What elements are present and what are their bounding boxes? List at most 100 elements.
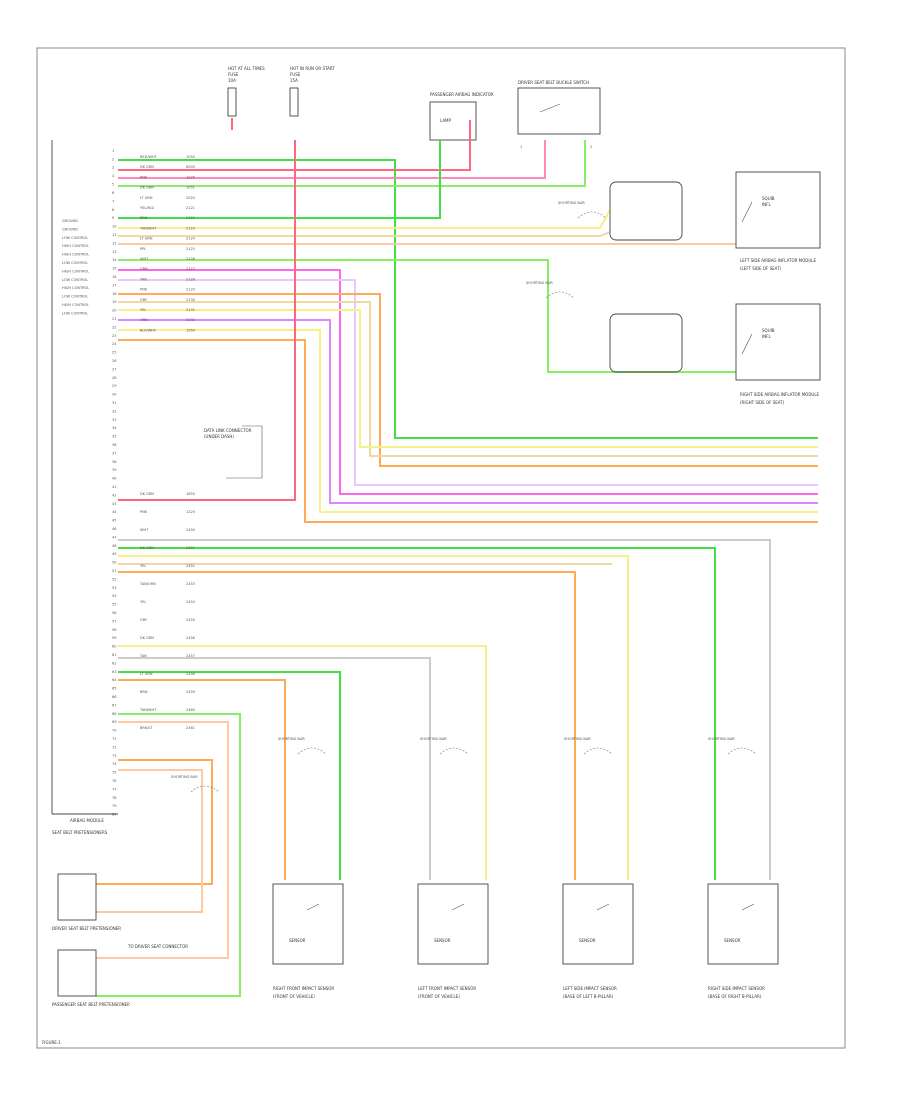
wire [118,301,818,457]
wire [118,140,546,179]
wire [118,293,818,467]
module-pin: 30 [112,393,116,397]
module-function: LOW CONTROL [62,311,88,315]
module-pin: 11 [112,233,116,237]
wire-circuit-label: 2131 [186,308,195,312]
module-pin: 18 [112,292,116,296]
wire-color-label: BLK/WHT [140,328,157,332]
module-pin: 7 [112,199,114,203]
sensor-inner-label: SENSOR [434,938,451,943]
wire [118,120,471,171]
wire-color-label: WHT [140,528,149,532]
fuse-right: HOT IN RUN OR START FUSE 15A [289,66,335,117]
wire-circuit-label: 2126 [186,257,195,261]
module-pin: 12 [112,241,116,245]
left-side-title: LEFT SIDE AIRBAG INFLATOR MODULE [740,258,816,263]
data-link-sub: (UNDER DASH) [204,434,234,439]
driver-seat-belt-switch: DRIVER SEAT BELT BUCKLE SWITCH 1 2 [517,80,601,149]
module-pin: 22 [112,325,116,329]
wire-circuit-label: 2020 [186,196,195,200]
shorting-bar-arc [297,747,327,755]
wire-color-label: DK GRN [140,546,154,550]
module-pin: 38 [112,460,116,464]
wire-color-label: BRN/LT [140,726,153,730]
wire-circuit-label: 2128 [186,277,195,281]
wire-circuit-label: 2132 [186,318,195,322]
sensor-title: RIGHT FRONT IMPACT SENSOR [273,986,334,991]
module-function: HIGH CONTROL [62,286,89,290]
module-name: AIRBAG MODULE [70,818,104,823]
wire-color-label: TAN [139,277,147,281]
wire-color-label: WHT [140,257,149,261]
module-pin: 40 [112,477,116,481]
sensor-title: RIGHT SIDE IMPACT SENSOR [708,986,765,991]
wire-circuit-label: 1225 [186,510,195,514]
wire-circuit-label: 2122 [186,216,195,220]
shorting-bar-label: SHORTING BAR [564,737,591,741]
module-pin: 69 [112,720,116,724]
module-pin: 50 [112,561,116,565]
module-pin: 34 [112,426,117,430]
wire-circuit-label: 2127 [186,267,195,271]
fuse-right-title: HOT IN RUN OR START [290,66,335,71]
figure-id: FIGURE-1 [42,1040,61,1045]
wire [118,319,818,504]
module-pin: 49 [112,552,116,556]
wire-circuit-label: 2121 [186,206,195,210]
wire-circuit-label: 1225 [186,175,195,179]
module-pin: 57 [112,619,116,623]
pretensioner-note: SEAT BELT PRETENSIONERS [52,830,108,835]
module-pin: 14 [112,258,117,262]
module-pin: 47 [112,535,116,539]
module-pin: 9 [112,216,114,220]
module-pin: 46 [112,527,116,531]
seat-switch-pin-2: 2 [590,145,592,149]
wire-color-label: PNK [140,288,148,292]
module-pin: 25 [112,351,116,355]
module-pin: 39 [112,468,116,472]
module-pin: 55 [112,603,116,607]
module-pin-list: 1234567891011121314151617181920212223242… [112,149,117,817]
wire-circuit-label: 2124 [186,237,196,241]
module-pin: 8 [112,208,114,212]
module-pin: 13 [112,250,116,254]
wire-color-label: ORN [140,318,148,322]
wire-circuit-label: 1051 [186,186,195,190]
wire-color-label: YEL [140,308,146,312]
sensor-title: LEFT FRONT IMPACT SENSOR [418,986,476,991]
wire-color-label: TAN/ORN [139,582,156,586]
module-pin: 23 [112,334,116,338]
module-pin: 60 [112,645,116,649]
module-pin: 2 [112,157,114,161]
module-pin: 20 [112,309,116,313]
passenger-airbag-indicator: PASSENGER AIRBAG INDICATOR LAMP [429,92,494,141]
wire-color-label: LT GRN [140,196,153,200]
wire-color-label: TAN/WHT [139,226,157,230]
seat-switch-title: DRIVER SEAT BELT BUCKLE SWITCH [518,80,589,85]
module-function: LOW CONTROL [62,261,88,265]
module-pin: 65 [112,687,116,691]
fuse-left-line-2: 10A [228,78,236,83]
wire-circuit-label: 2129 [186,288,195,292]
wire-color-label: DK GRN [140,636,154,640]
module-pin: 15 [112,267,116,271]
passenger-pretensioner: PASSENGER SEAT BELT PRETENSIONER [52,1002,130,1007]
wire [96,721,229,959]
wire [118,140,296,501]
module-function: GROUND [62,219,78,223]
wire-circuit-label: 2456 [186,636,195,640]
wire [118,571,576,880]
module-pin: 37 [112,451,116,455]
wire [118,269,818,495]
wire-circuit-label: 2453 [186,582,195,586]
passenger-indicator-inner: LAMP [440,118,452,123]
wire-color-label: LT GRN [140,672,153,676]
wire-circuit-label: 8000 [186,165,195,169]
module-pin: 71 [112,737,116,741]
shorting-bar-label: SHORTING BAR [278,737,305,741]
wire-color-label: PNK [140,175,148,179]
